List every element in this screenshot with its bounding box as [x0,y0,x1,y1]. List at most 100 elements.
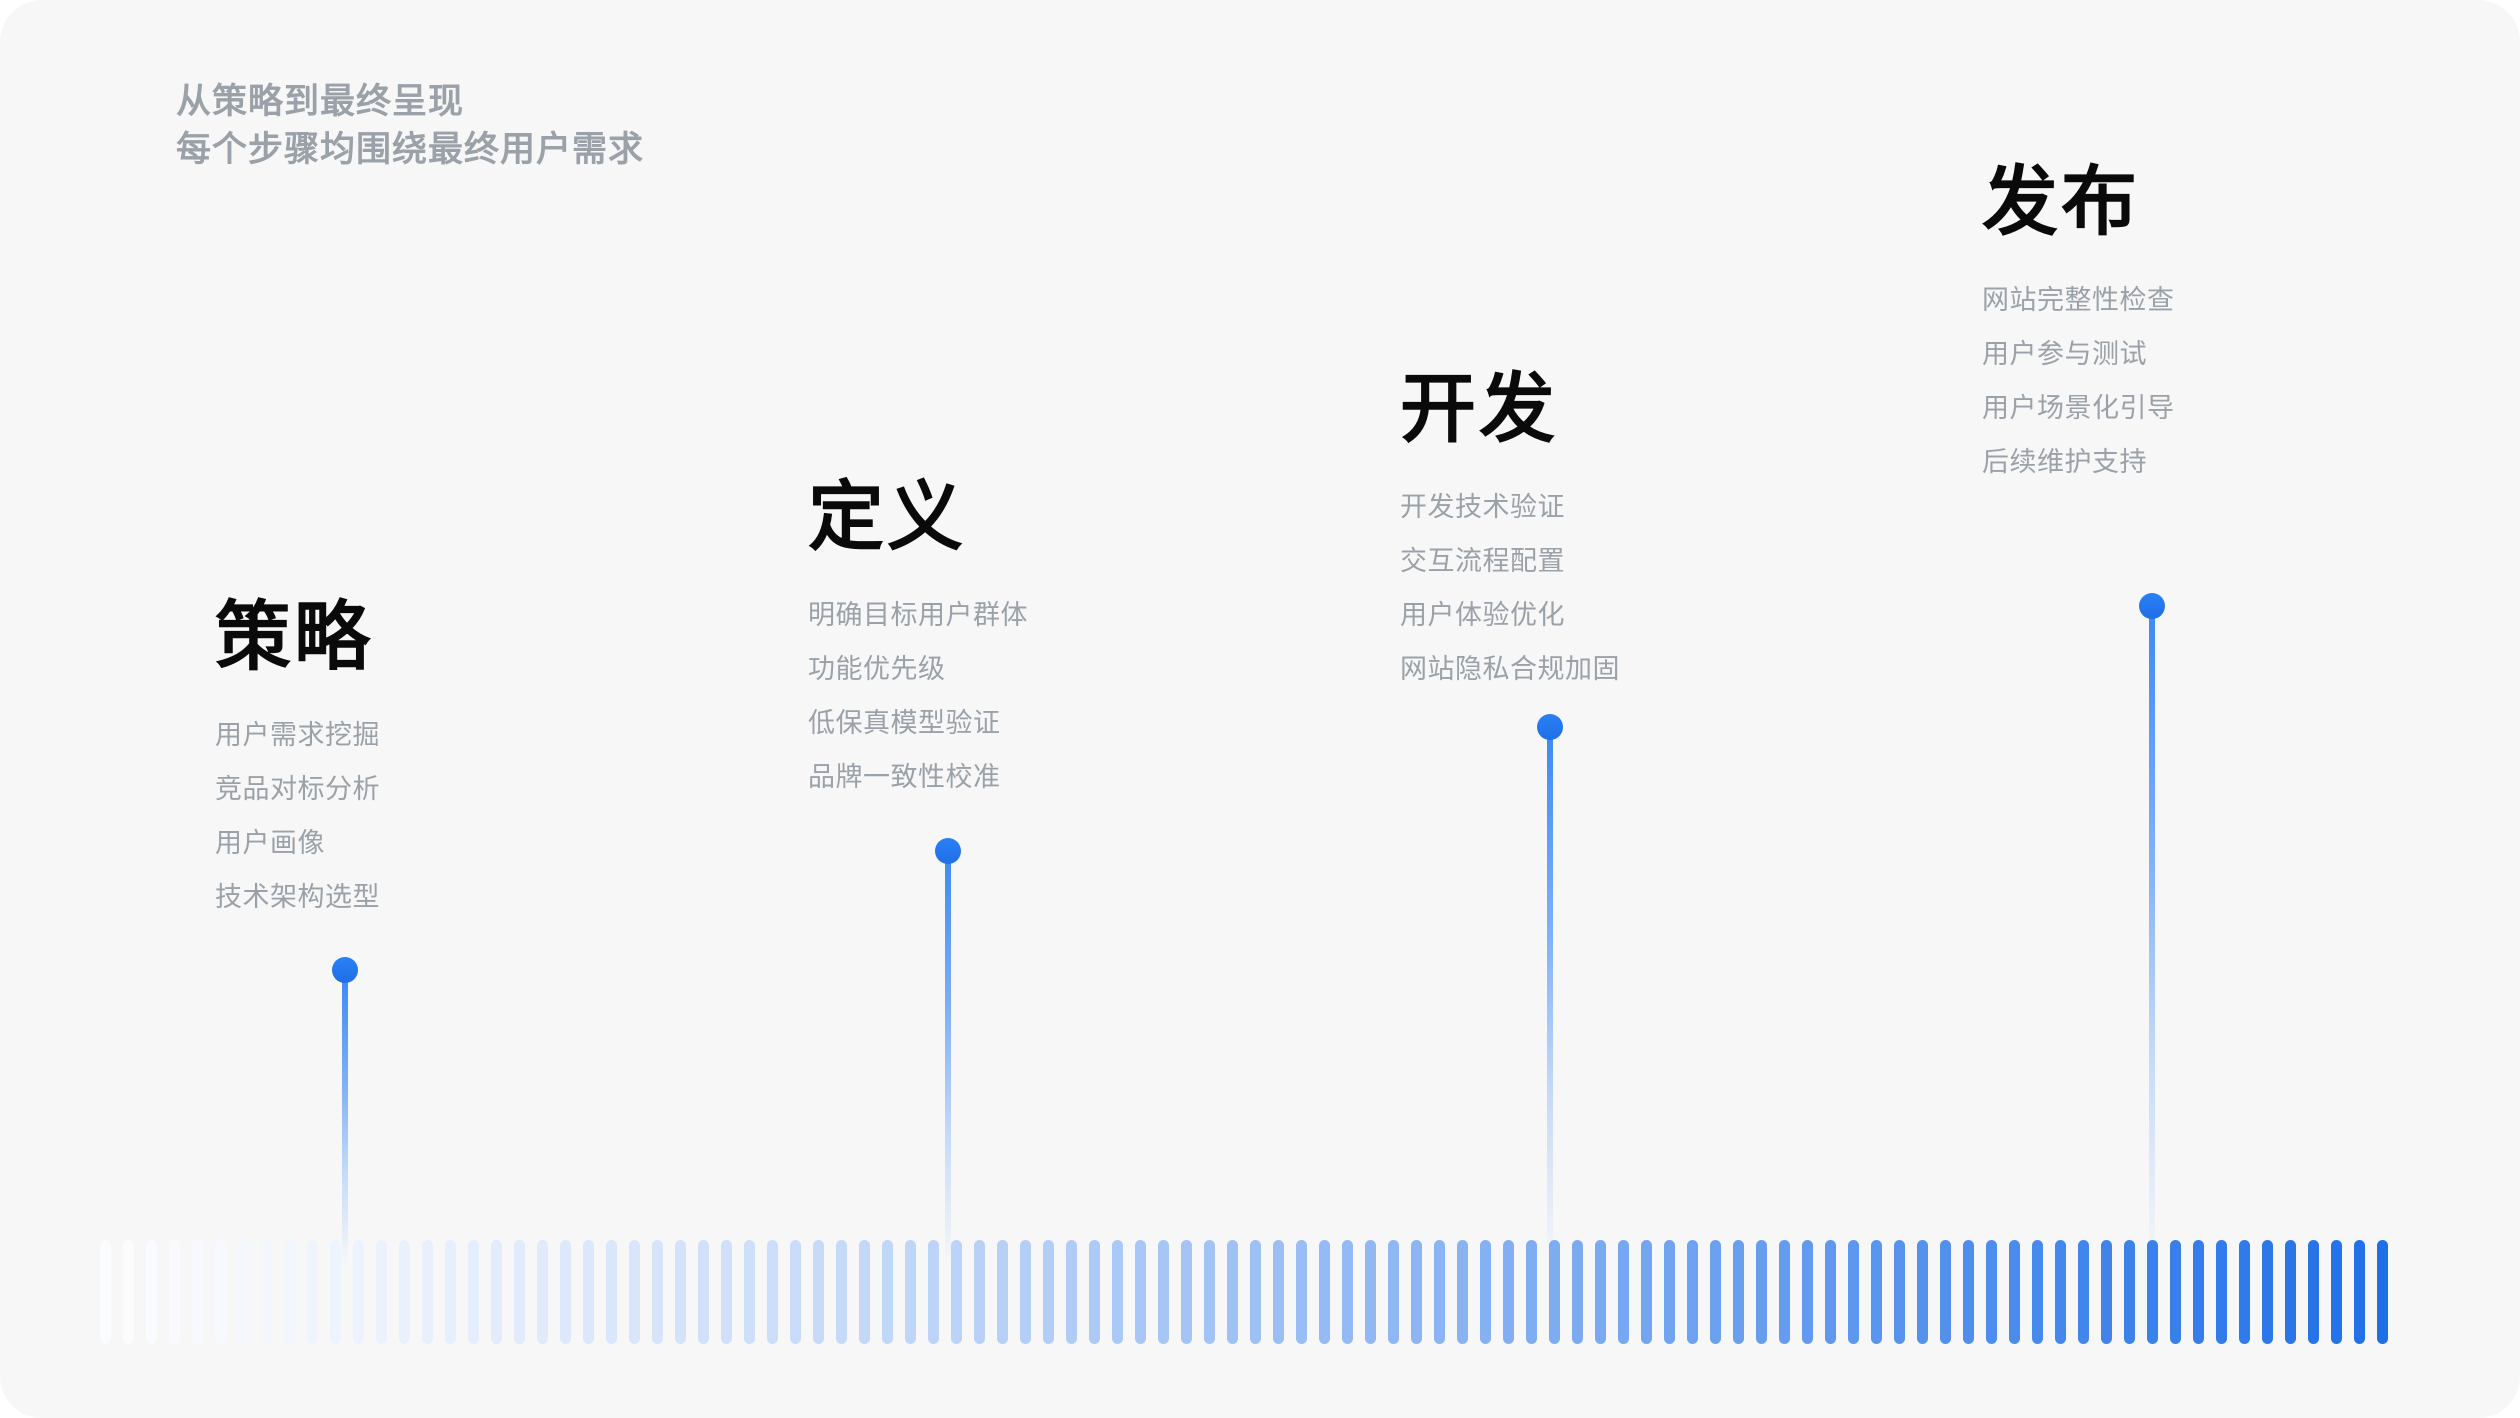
gradient-bar [1020,1240,1031,1344]
gradient-bar [192,1240,203,1344]
gradient-bar [238,1240,249,1344]
gradient-bar [1572,1240,1583,1344]
gradient-bar [284,1240,295,1344]
gradient-bar [2331,1240,2342,1344]
gradient-bar [1135,1240,1146,1344]
stage-item: 网站完整性检查 [1982,285,2175,315]
stage-column-4: 发布 网站完整性检查 用户参与测试 用户场景化引导 后续维护支持 [1982,165,2402,503]
stage-item: 后续维护支持 [1982,447,2147,477]
stage-item: 用户参与测试 [1982,339,2147,369]
timeline-pin-stem [1547,736,1553,1264]
gradient-bar [583,1240,594,1344]
timeline-pin-dot [935,838,961,864]
gradient-bar [1273,1240,1284,1344]
gradient-bar [1296,1240,1307,1344]
stage-item: 技术架构选型 [215,882,380,912]
stage-item: 网站隐私合规加固 [1400,654,1620,684]
gradient-bar [376,1240,387,1344]
gradient-bar [721,1240,732,1344]
gradient-bar [1710,1240,1721,1344]
gradient-bar [2078,1240,2089,1344]
gradient-bar [1940,1240,1951,1344]
gradient-bar [1595,1240,1606,1344]
gradient-bar [2147,1240,2158,1344]
timeline-pin-dot [332,957,358,983]
gradient-bar [146,1240,157,1344]
gradient-bar [1756,1240,1767,1344]
gradient-bar [1733,1240,1744,1344]
gradient-bar [422,1240,433,1344]
gradient-bar [468,1240,479,1344]
stage-item-list-3: 开发技术验证 交互流程配置 用户体验优化 网站隐私合规加固 [1400,494,1820,683]
gradient-bar [606,1240,617,1344]
gradient-bar [652,1240,663,1344]
gradient-bar [514,1240,525,1344]
gradient-bar [215,1240,226,1344]
gradient-bar [1526,1240,1537,1344]
gradient-bar [1963,1240,1974,1344]
gradient-bar [445,1240,456,1344]
gradient-bar [767,1240,778,1344]
stage-title-1: 策略 [215,595,373,680]
gradient-bar [882,1240,893,1344]
stage-item: 竞品对标分析 [215,774,380,804]
stage-item: 用户场景化引导 [1982,393,2175,423]
gradient-bar [2170,1240,2181,1344]
gradient-bar [1043,1240,1054,1344]
gradient-bar [1365,1240,1376,1344]
gradient-bar [1986,1240,1997,1344]
gradient-bar [1411,1240,1422,1344]
gradient-bar [1871,1240,1882,1344]
gradient-bar [1664,1240,1675,1344]
timeline-pin-stem [342,979,348,1264]
gradient-bar [2239,1240,2250,1344]
gradient-bar [560,1240,571,1344]
gradient-bar [1227,1240,1238,1344]
gradient-bar [1848,1240,1859,1344]
gradient-bar-strip [100,1240,2400,1344]
gradient-bar [1549,1240,1560,1344]
gradient-bar [1687,1240,1698,1344]
stage-item: 品牌一致性校准 [808,762,1001,792]
gradient-bar [2377,1240,2388,1344]
gradient-bar [353,1240,364,1344]
stage-item-list-4: 网站完整性检查 用户参与测试 用户场景化引导 后续维护支持 [1982,287,2402,476]
gradient-bar [1641,1240,1652,1344]
gradient-bar [2032,1240,2043,1344]
gradient-bar [1204,1240,1215,1344]
timeline-pin-stem [2149,615,2155,1264]
stage-item: 低保真模型验证 [808,708,1001,738]
stage-item: 用户画像 [215,828,325,858]
gradient-bar [2354,1240,2365,1344]
stage-item: 明确目标用户群体 [808,600,1028,630]
timeline-pin-dot [1537,714,1563,740]
gradient-bar [629,1240,640,1344]
gradient-bar [1158,1240,1169,1344]
gradient-bar [537,1240,548,1344]
stage-item: 用户体验优化 [1400,600,1565,630]
gradient-bar [974,1240,985,1344]
gradient-bar [1917,1240,1928,1344]
gradient-bar [1250,1240,1261,1344]
gradient-bar [1181,1240,1192,1344]
stage-item: 用户需求挖掘 [215,720,380,750]
gradient-bar [2216,1240,2227,1344]
gradient-bar [744,1240,755,1344]
gradient-bar [1319,1240,1330,1344]
gradient-bar [675,1240,686,1344]
header-line-2: 每个步骤均围绕最终用户需求 [176,130,645,170]
gradient-bar [2124,1240,2135,1344]
gradient-bar [1089,1240,1100,1344]
gradient-bar [100,1240,111,1344]
gradient-bar [1066,1240,1077,1344]
gradient-bar [813,1240,824,1344]
stage-item: 功能优先级 [808,654,946,684]
gradient-bar [2262,1240,2273,1344]
stage-item: 开发技术验证 [1400,492,1565,522]
stage-item-list-1: 用户需求挖掘 竞品对标分析 用户画像 技术架构选型 [215,722,635,911]
gradient-bar [1825,1240,1836,1344]
gradient-bar [2009,1240,2020,1344]
gradient-bar [790,1240,801,1344]
gradient-bar [1503,1240,1514,1344]
gradient-bar [1112,1240,1123,1344]
